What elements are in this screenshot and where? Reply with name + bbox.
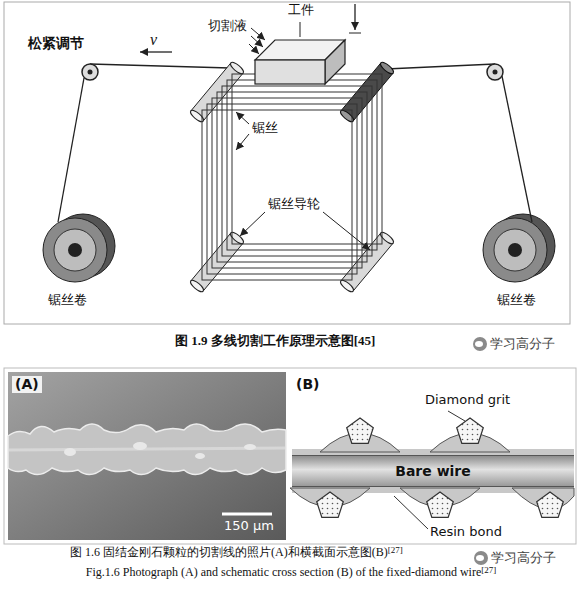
node-text: Bare wire — [395, 463, 471, 480]
scale-bar — [222, 513, 272, 516]
sem-particle — [195, 453, 205, 459]
icon-circle — [473, 337, 487, 351]
spool-winding — [54, 229, 96, 271]
sem-wire — [8, 424, 286, 475]
figure-frame — [4, 2, 570, 324]
part-label: 锯丝卷 — [48, 292, 87, 308]
workpiece — [255, 40, 345, 84]
wire-spool — [43, 214, 115, 282]
saw-wire — [222, 86, 372, 256]
sem-particle — [64, 448, 76, 456]
watermark-icon — [474, 551, 488, 565]
part-label: 切割液 — [208, 18, 247, 34]
saw-wire — [227, 80, 377, 250]
part-label: Diamond grit — [425, 392, 510, 408]
figure-frame — [4, 368, 576, 544]
feed-tick — [349, 33, 361, 34]
spool-hub — [68, 243, 82, 257]
diamond-grit — [347, 418, 374, 443]
panel-label: (A) — [12, 376, 42, 393]
reference-number: [27] — [481, 565, 496, 576]
icon-bubble — [476, 555, 484, 561]
spool-flange — [43, 218, 107, 282]
workpiece-front — [255, 60, 325, 84]
sem-particle — [244, 444, 256, 450]
figure-caption: 图 1.9 多线切割工作原理示意图[45] — [175, 333, 375, 349]
spool-winding — [494, 229, 536, 271]
watermark: 学习高分子 — [491, 550, 556, 566]
part-label: 锯丝 — [252, 120, 278, 136]
watermark: 学习高分子 — [490, 336, 555, 352]
reference-number: [27] — [388, 545, 403, 556]
velocity-symbol: v — [150, 30, 157, 49]
sem-highlight — [8, 448, 286, 450]
figure-caption: Fig.1.6 Photograph (A) and schematic cro… — [86, 565, 482, 579]
diamond-grit — [537, 492, 564, 517]
part-label: 锯丝卷 — [497, 292, 536, 308]
sem-particle — [133, 442, 147, 450]
saw-wire — [207, 104, 357, 274]
part-label: Resin bond — [430, 524, 502, 540]
sem-photo — [8, 372, 286, 540]
leader-line — [300, 22, 301, 37]
part-label: 锯丝导轮 — [268, 196, 320, 212]
diamond-grit — [457, 418, 484, 443]
figure-caption: 图 1.6 固结金刚石颗粒的切割线的照片(A)和横截面示意图(B) — [70, 545, 388, 559]
saw-wire — [502, 76, 532, 222]
saw-wire — [202, 110, 352, 280]
wire-band: Bare wire — [292, 455, 574, 487]
saw-wire — [212, 98, 362, 268]
diamond-grit — [427, 492, 454, 517]
saw-wire — [386, 64, 495, 69]
workpiece-side — [325, 40, 345, 84]
leader-line — [236, 134, 249, 150]
spool-hub — [508, 243, 522, 257]
fluid-arrow — [249, 44, 259, 54]
wire-spool — [483, 214, 555, 282]
leader-line — [323, 212, 370, 250]
tension-pulley — [82, 64, 98, 80]
part-label: 工件 — [288, 2, 314, 18]
velocity-arrow — [140, 51, 172, 52]
saw-wire — [90, 64, 230, 68]
saw-wire — [217, 92, 367, 262]
caption-row: 图 1.6 固结金刚石颗粒的切割线的照片(A)和横截面示意图(B)[27] — [70, 545, 403, 559]
saw-wire — [58, 78, 84, 222]
leader-line — [394, 496, 428, 529]
tension-pulley — [487, 64, 503, 80]
wire-web — [202, 74, 382, 280]
icon-circle — [474, 551, 488, 565]
pulley-hub — [493, 70, 498, 75]
fluid-arrow — [251, 36, 263, 47]
diamond-grit — [317, 492, 344, 517]
watermark-icon — [473, 337, 487, 351]
leader-line — [236, 112, 249, 124]
spool-flange — [483, 218, 547, 282]
part-label: 松紧调节 — [28, 36, 84, 53]
scale-label: 150 μm — [224, 518, 274, 534]
icon-bubble — [475, 341, 483, 347]
pulley-hub — [88, 70, 93, 75]
saw-wire — [232, 74, 382, 244]
feed-arrow — [354, 4, 355, 30]
caption-row: Fig.1.6 Photograph (A) and schematic cro… — [0, 565, 582, 579]
leader-line — [448, 411, 465, 421]
panel-label: (B) — [296, 376, 319, 393]
leader-line — [240, 212, 265, 236]
